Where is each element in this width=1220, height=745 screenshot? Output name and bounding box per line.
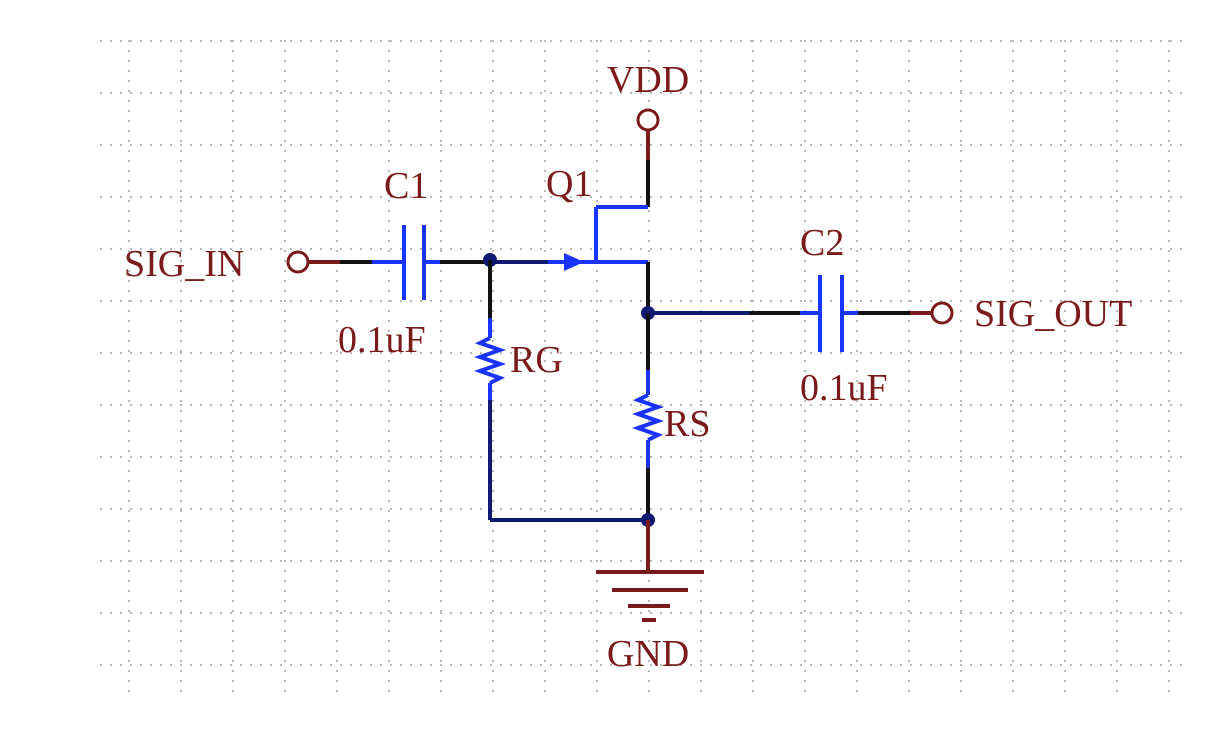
q1-label: Q1	[546, 163, 592, 205]
rs-resistor-icon	[631, 370, 665, 527]
vdd-terminal-icon	[636, 108, 660, 132]
sig-in-terminal-icon	[286, 250, 310, 274]
rs-label: RS	[664, 403, 710, 445]
vdd-net	[636, 108, 660, 207]
input-network	[286, 225, 548, 300]
rg-resistor-icon	[473, 260, 648, 522]
source-network	[641, 262, 954, 370]
grid-dots	[100, 40, 1182, 692]
sig-out-label: SIG_OUT	[974, 293, 1132, 335]
vdd-label: VDD	[607, 59, 689, 101]
gate-arrow-icon	[564, 253, 584, 271]
rs-zigzag	[631, 393, 665, 442]
rg-zigzag	[473, 336, 507, 385]
c1-value-label: 0.1uF	[338, 319, 426, 361]
c2-value-label: 0.1uF	[800, 367, 888, 409]
c2-label: C2	[800, 222, 844, 264]
ground-icon	[596, 520, 704, 622]
c1-label: C1	[384, 165, 428, 207]
rg-label: RG	[510, 339, 563, 381]
q1-jfet-icon	[548, 205, 648, 271]
gnd-label: GND	[607, 633, 689, 675]
sig-in-label: SIG_IN	[124, 243, 244, 285]
sig-out-terminal-icon	[930, 301, 954, 325]
